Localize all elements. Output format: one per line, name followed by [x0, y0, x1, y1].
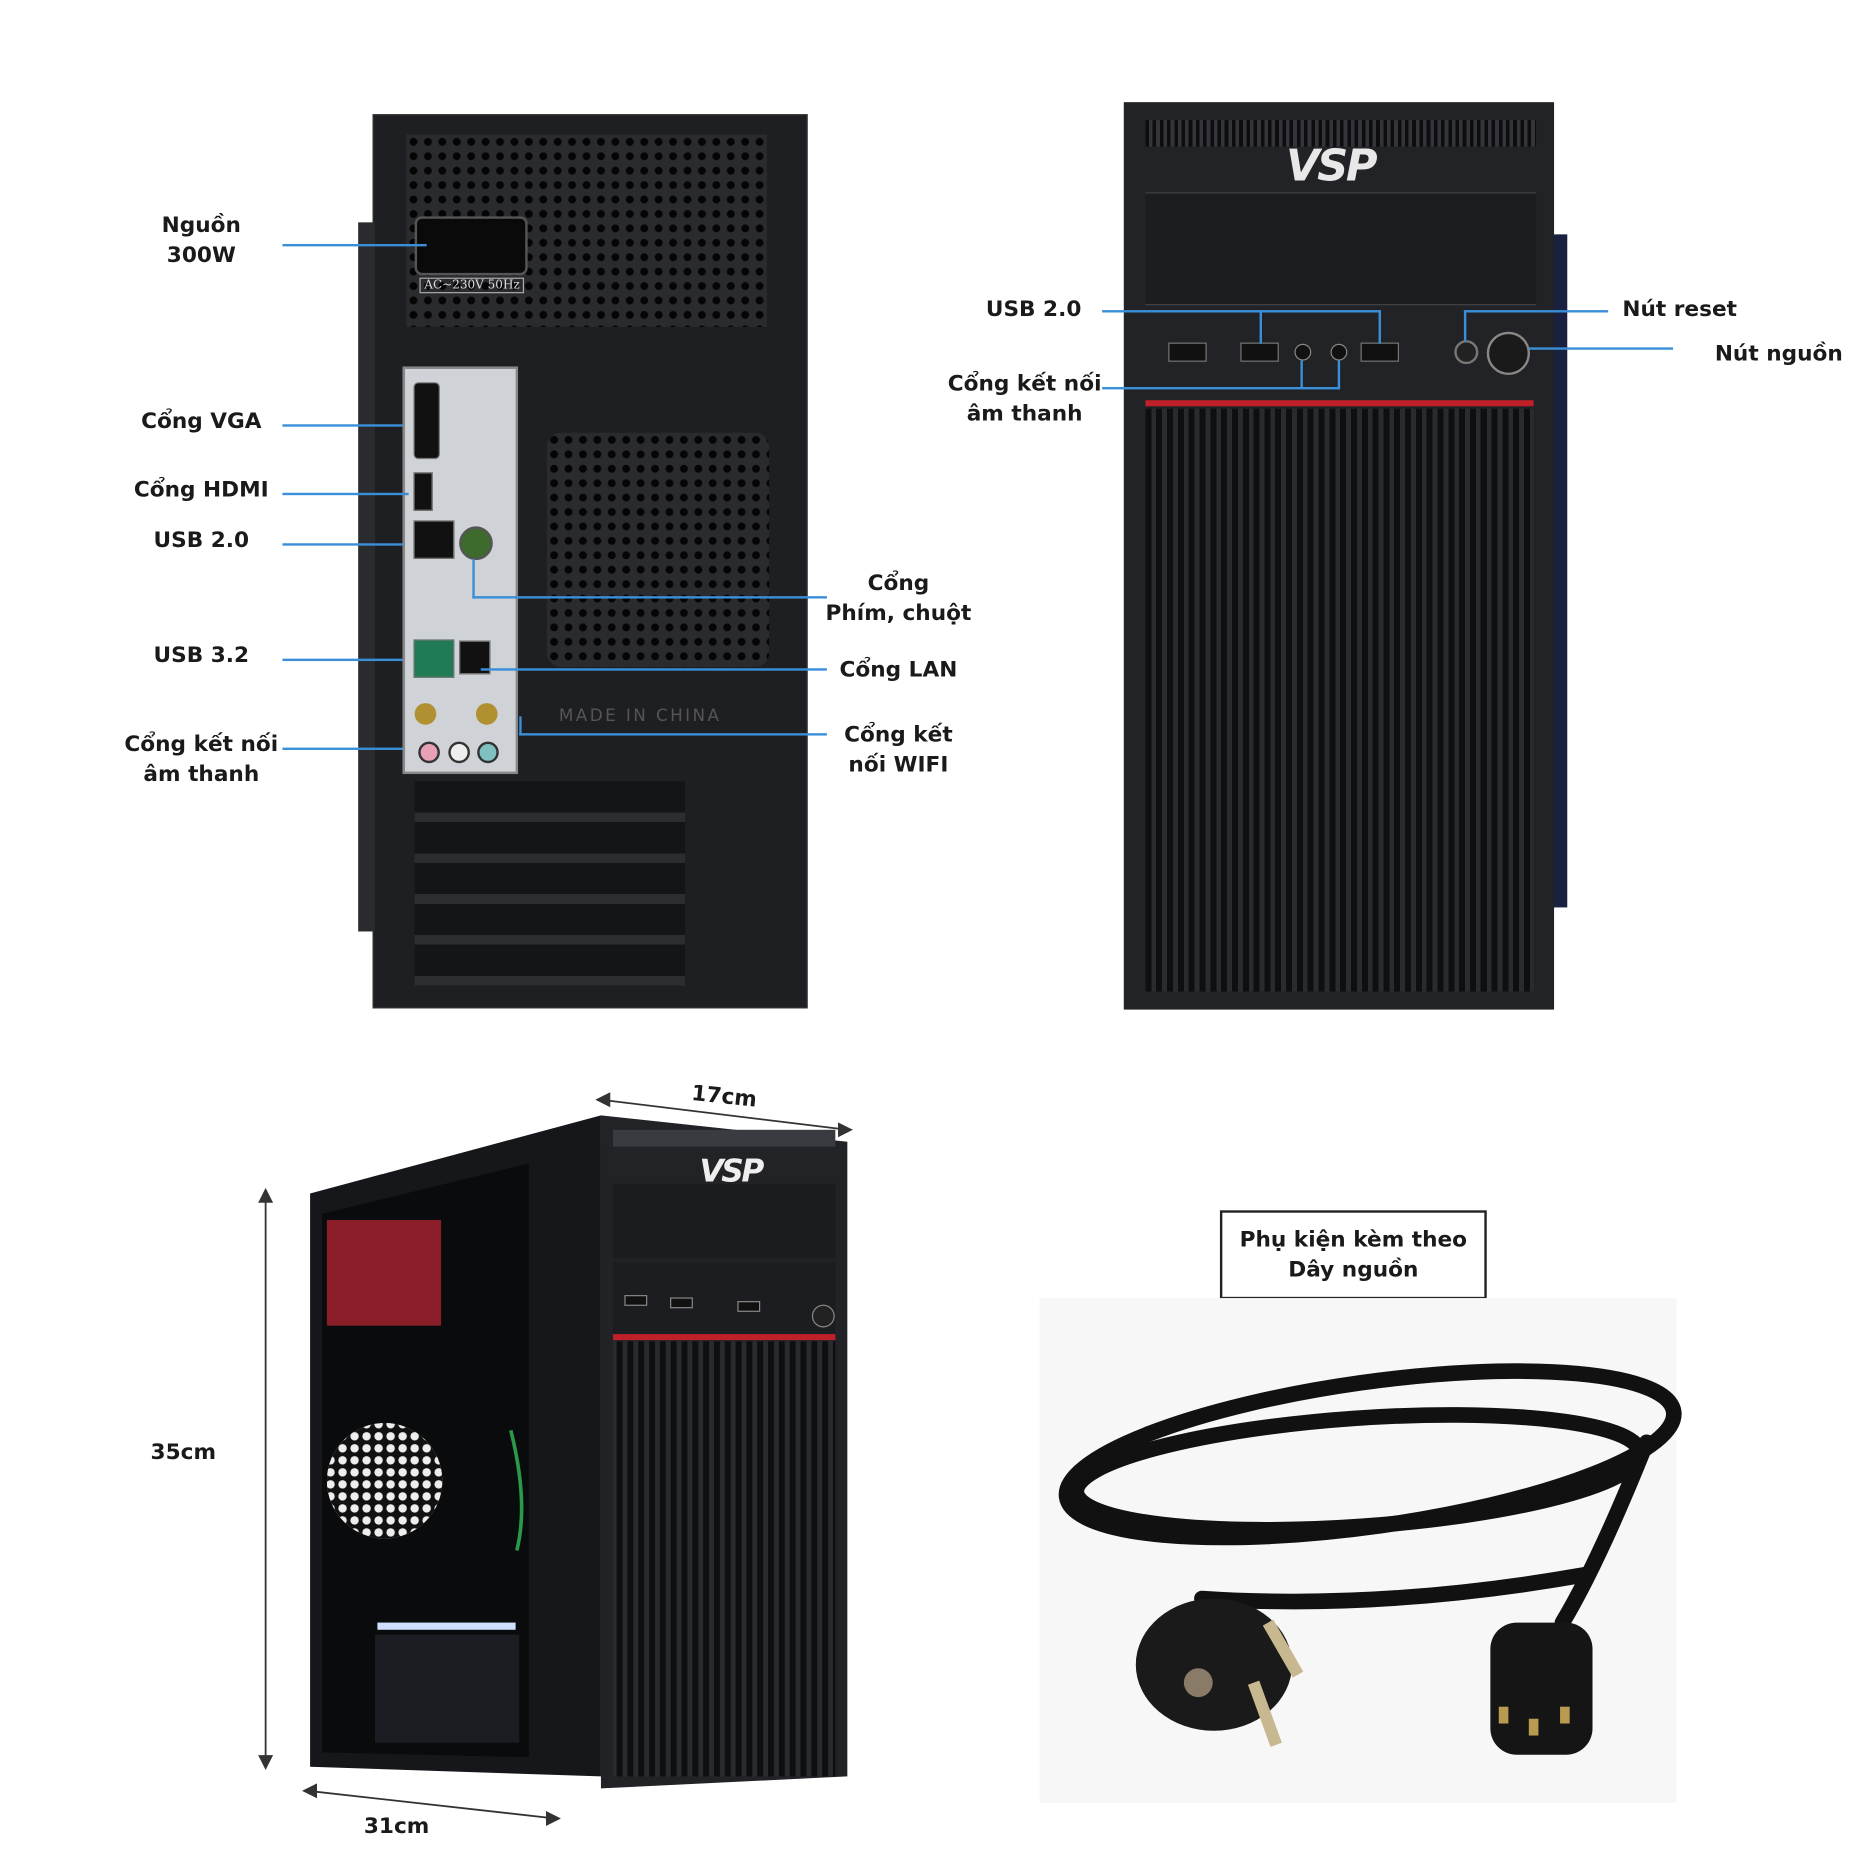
- brand-logo: VSP: [1286, 141, 1378, 192]
- label-power-button: Nút nguồn: [1714, 341, 1843, 367]
- audio-jack-line-out: [448, 741, 470, 764]
- power-button: [1486, 331, 1531, 375]
- label-lan: Cổng LAN: [839, 657, 958, 683]
- callout-line: [282, 243, 427, 247]
- reset-button: [1454, 340, 1479, 365]
- label-audio-front: Cổng kết nối âm thanh: [947, 371, 1102, 427]
- label-vga: Cổng VGA: [141, 408, 262, 434]
- callout-line: [1378, 310, 1381, 344]
- usb20-ports: [413, 520, 455, 559]
- label-usb20-back: USB 2.0: [153, 527, 250, 553]
- callout-line: [282, 543, 403, 546]
- label-power-supply: Nguồn 300W: [161, 212, 241, 269]
- front-grille: [1145, 408, 1534, 992]
- label-ps2: Cổng Phím, chuột: [825, 570, 972, 627]
- callout-line: [1463, 310, 1609, 313]
- label-wifi: Cổng kết nối WIFI: [844, 722, 953, 778]
- usb32-ports: [413, 639, 455, 678]
- accessory-item: Dây nguồn: [1288, 1257, 1419, 1283]
- callout-line: [1300, 360, 1303, 389]
- label-usb20-front: USB 2.0: [985, 296, 1082, 323]
- label-audio-back: Cổng kết nối âm thanh: [124, 731, 279, 788]
- label-reset: Nút reset: [1622, 296, 1737, 323]
- dimension-length: 31cm: [363, 1813, 430, 1839]
- callout-line: [519, 716, 522, 736]
- callout-line: [282, 747, 403, 750]
- callout-line: [1463, 310, 1467, 342]
- front-audio-jack-2: [1330, 343, 1348, 361]
- callout-line: [282, 492, 409, 496]
- callout-line: [480, 668, 827, 671]
- accessory-title: Phụ kiện kèm theo: [1239, 1227, 1468, 1253]
- callout-line: [1102, 387, 1341, 390]
- audio-jack-line-in: [477, 741, 499, 764]
- label-usb32: USB 3.2: [153, 643, 250, 669]
- front-card-reader: [1168, 342, 1207, 362]
- callout-line: [1259, 310, 1262, 344]
- red-accent-strip: [1145, 400, 1534, 407]
- callout-line: [282, 424, 403, 427]
- power-socket: [414, 216, 528, 276]
- vga-port: [413, 382, 440, 460]
- wifi-antenna-left: [414, 703, 437, 725]
- made-in-china-text: MADE IN CHINA: [558, 706, 722, 726]
- psu-rating: AC~230V 50Hz: [419, 277, 525, 294]
- schuko-plug: [1135, 1598, 1304, 1747]
- hdmi-port: [413, 472, 433, 511]
- angle-brand-logo: VSP: [699, 1153, 765, 1190]
- ps2-port: [459, 526, 493, 561]
- dimension-height: 35cm: [150, 1439, 217, 1466]
- label-hdmi: Cổng HDMI: [133, 477, 269, 503]
- callout-line: [282, 658, 403, 662]
- front-audio-jack-1: [1294, 343, 1312, 361]
- wifi-antenna-right: [475, 703, 498, 725]
- callout-line: [472, 596, 827, 599]
- callout-line: [1528, 347, 1674, 350]
- callout-line: [1337, 360, 1341, 389]
- callout-line: [1102, 310, 1381, 313]
- callout-line: [472, 558, 475, 599]
- callout-line: [519, 733, 827, 736]
- iec-connector: [1490, 1622, 1593, 1755]
- audio-jacks: [418, 741, 440, 764]
- expansion-slots: [414, 781, 686, 986]
